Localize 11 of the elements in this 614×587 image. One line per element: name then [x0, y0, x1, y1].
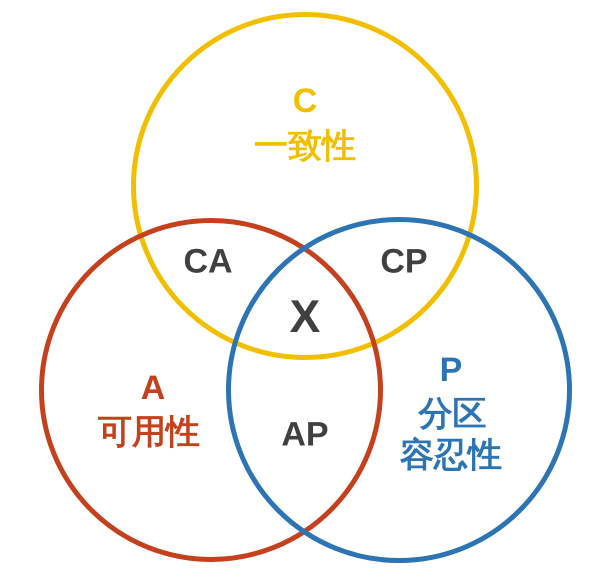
set-name: 分区容忍性: [400, 394, 502, 476]
set-name: 一致性: [254, 126, 356, 167]
intersection-label: CP: [380, 242, 428, 282]
venn-circle: [39, 218, 383, 562]
intersection-label: AP: [281, 416, 329, 454]
intersection-label: CA: [183, 242, 233, 282]
intersection-label: X: [290, 289, 320, 343]
set-letter: A: [140, 368, 166, 409]
set-letter: C: [292, 81, 318, 122]
set-name: 可用性: [98, 412, 200, 453]
set-letter: P: [440, 350, 462, 391]
